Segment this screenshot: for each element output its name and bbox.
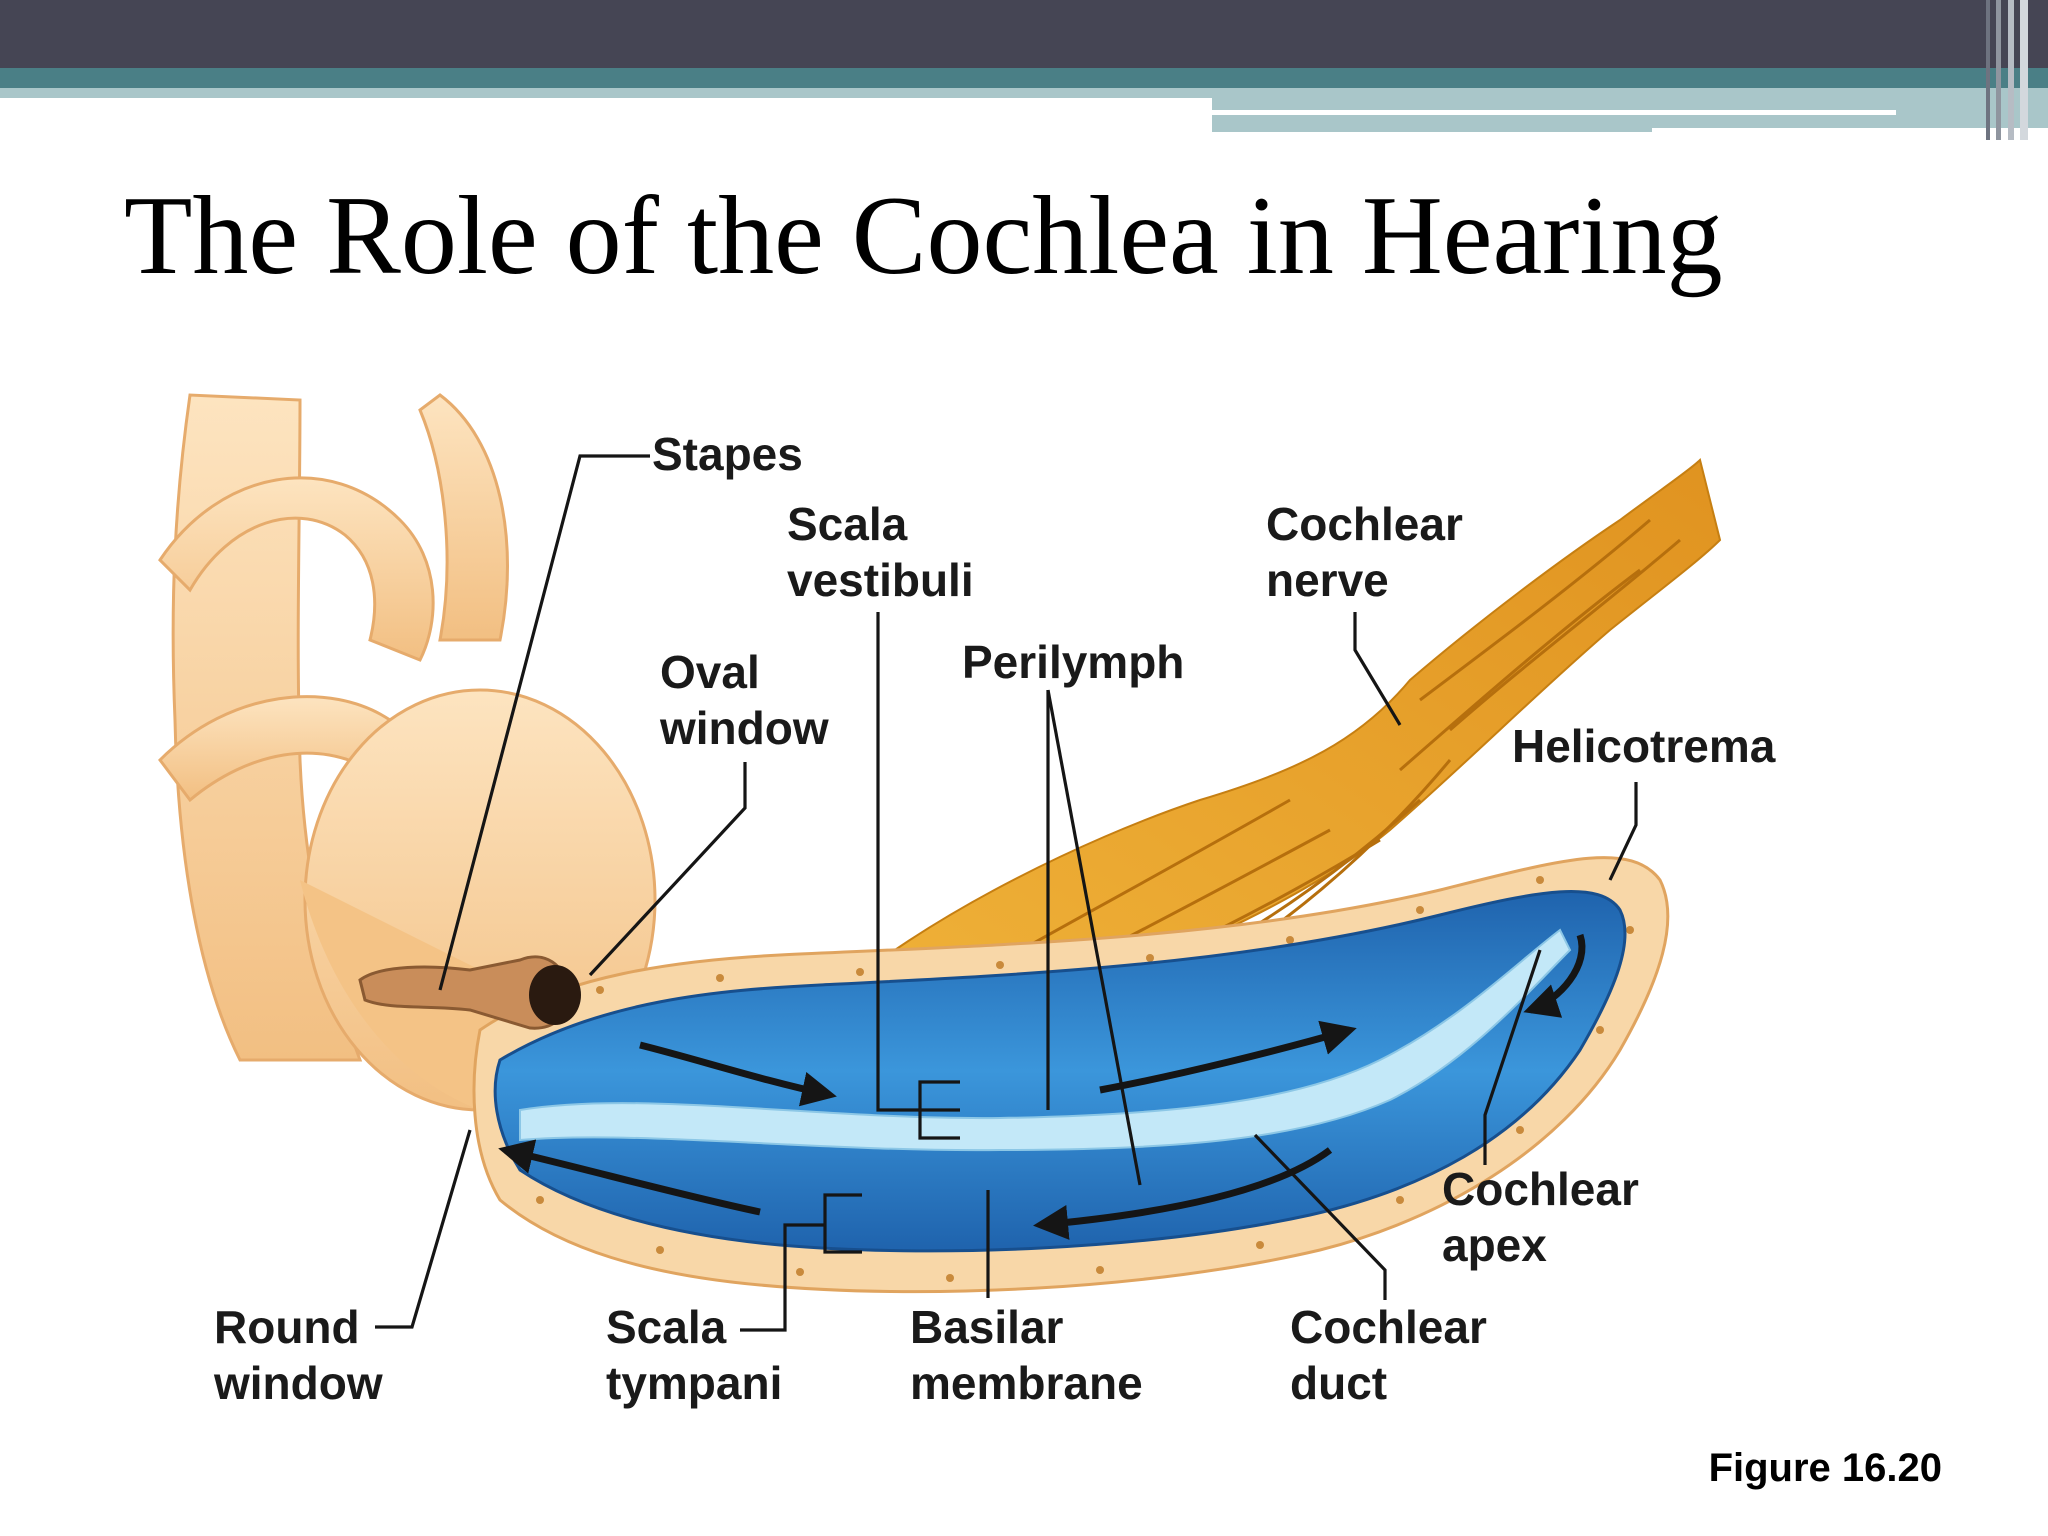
label-helicotrema: Helicotrema <box>1512 720 1776 772</box>
cochlear-duct-band <box>519 928 1572 1152</box>
label-round-window: Round window <box>213 1301 383 1409</box>
stapes-bone <box>358 955 581 1030</box>
scala-tympani-bracket <box>823 1193 862 1254</box>
label-scala-tympani: Scala tympani <box>606 1301 782 1409</box>
label-scala-vestibuli: Scala vestibuli <box>787 498 974 606</box>
slide-header-bars <box>0 0 2048 140</box>
slide-title: The Role of the Cochlea in Hearing <box>124 174 1723 298</box>
scalae-perilymph <box>493 890 1627 1253</box>
perilymph-leader-right <box>1046 689 1142 1186</box>
scala-vestibuli-leader <box>876 612 960 1112</box>
cochlear-apex-leader <box>1483 949 1542 1165</box>
helicotrema-leader <box>1608 782 1638 881</box>
stapes-leader <box>438 454 650 991</box>
diagram-labels: Stapes Scala vestibuli Cochlear nerve Ov… <box>213 428 1776 1409</box>
flow-arrows <box>498 933 1586 1240</box>
figure-number: Figure 16.20 <box>1708 1446 1942 1490</box>
label-perilymph: Perilymph <box>962 636 1184 688</box>
oval-window-leader <box>588 762 747 977</box>
label-cochlear-nerve: Cochlear nerve <box>1266 498 1476 606</box>
label-stapes: Stapes <box>652 428 803 480</box>
round-window-leader <box>375 1129 472 1329</box>
leader-lines <box>375 454 1638 1332</box>
scala-tympani-leader <box>740 1223 825 1332</box>
bone-texture-dots <box>536 876 1634 1282</box>
label-cochlear-duct: Cochlear duct <box>1290 1301 1500 1409</box>
label-oval-window: Oval window <box>659 646 829 754</box>
label-cochlear-apex: Cochlear apex <box>1442 1163 1652 1271</box>
cochlear-nerve-leader <box>1353 612 1402 726</box>
cochlear-duct-leader <box>1253 1133 1387 1300</box>
label-basilar-membrane: Basilar membrane <box>910 1301 1143 1409</box>
scala-vestibuli-bracket <box>918 1080 960 1140</box>
